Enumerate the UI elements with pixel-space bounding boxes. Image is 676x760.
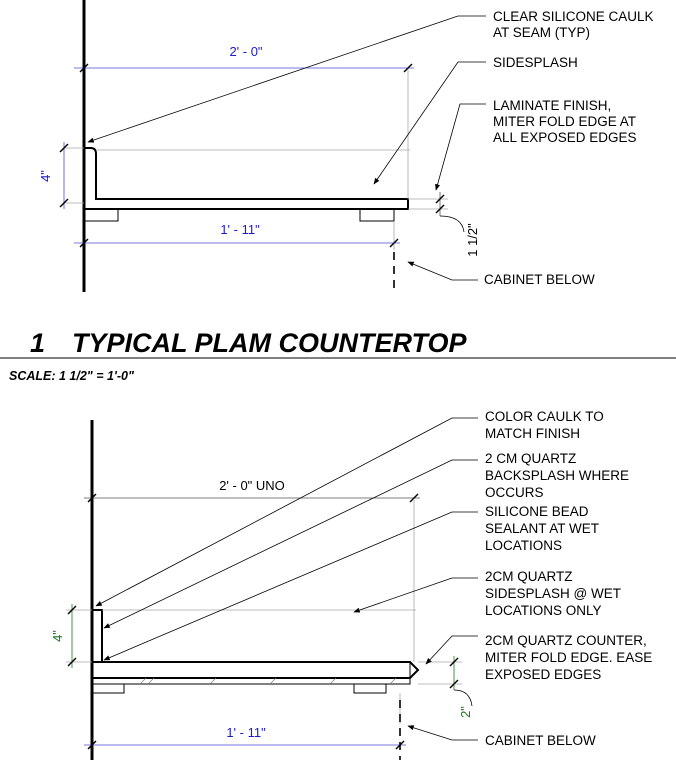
leader-counter (425, 635, 478, 665)
detail-number: 1 (30, 328, 45, 358)
splash-height-dim-2: 4" (50, 630, 65, 642)
note-cabinet-2: CABINET BELOW (485, 733, 596, 748)
leader-cabinet (407, 261, 478, 281)
leader-sidesplash (373, 61, 486, 185)
substrate-hatch (139, 677, 397, 685)
thickness-dim-2: 2" (458, 706, 473, 718)
thickness-dim: 1 1/2" (465, 223, 480, 257)
quartz-counter-slab (92, 661, 420, 679)
note-sidesplash: SIDESPLASH (493, 55, 578, 70)
cabinet-cleat-right-2 (353, 683, 387, 694)
cabinet-width-dim: 1' - 11" (220, 222, 260, 237)
leader-color-caulk (95, 417, 478, 607)
note-backsplash: 2 CM QUARTZ BACKSPLASH WHERE OCCURS (485, 451, 633, 500)
detail-scale: SCALE: 1 1/2" = 1'-0" (9, 369, 135, 383)
overall-width-dim: 2' - 0" (229, 44, 262, 59)
leader-backsplash (103, 459, 478, 629)
note-silicone: SILICONE BEAD SEALANT AT WET LOCATIONS (485, 504, 603, 553)
leader-silicone (103, 511, 478, 661)
note-sidesplash-2: 2CM QUARTZ SIDESPLASH @ WET LOCATIONS ON… (485, 569, 625, 618)
cabinet-cleat-left-2 (91, 683, 125, 694)
leader-sidesplash-2 (353, 577, 478, 613)
note-laminate: LAMINATE FINISH, MITER FOLD EDGE AT ALL … (493, 98, 640, 145)
note-color-caulk: COLOR CAULK TO MATCH FINISH (485, 409, 608, 441)
note-cabinet: CABINET BELOW (484, 272, 595, 287)
detail-1-plam-countertop: 2' - 0" 1' - 11" 4" 1 1/2" CLEAR SILICON… (0, 0, 676, 383)
cabinet-cleat-left (83, 208, 119, 222)
cabinet-width-dim-2: 1' - 11" (226, 725, 266, 740)
leader-laminate (435, 103, 486, 191)
note-caulk: CLEAR SILICONE CAULK AT SEAM (TYP) (493, 9, 657, 40)
counter-substrate (91, 677, 411, 685)
leader-cabinet-2 (407, 725, 478, 741)
plam-countertop-profile (84, 147, 409, 210)
overall-width-dim-2: 2' - 0" UNO (219, 478, 285, 493)
detail-2-quartz-countertop: 2' - 0" UNO 1' - 11" 4" 2" COLOR CAULK T… (50, 409, 656, 760)
cabinet-cleat-right (359, 208, 395, 222)
detail-title: TYPICAL PLAM COUNTERTOP (72, 328, 468, 358)
leader-caulk (87, 15, 486, 143)
note-counter: 2CM QUARTZ COUNTER, MITER FOLD EDGE. EAS… (485, 633, 656, 682)
splash-height-dim: 4" (38, 170, 53, 182)
